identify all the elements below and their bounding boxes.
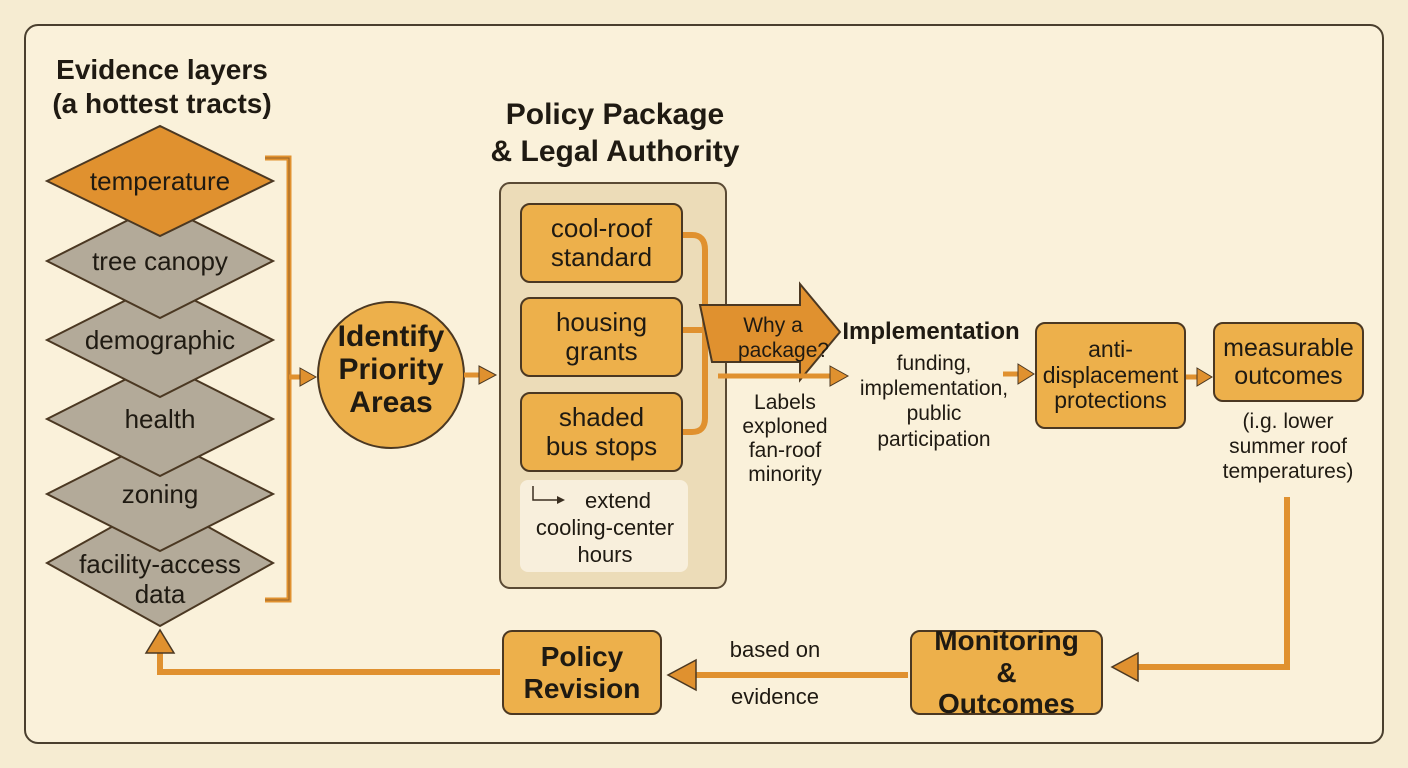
revision-label: Policy Revision — [523, 641, 641, 704]
why-label: Why a package? — [738, 314, 830, 363]
policy-item-housing-label: housing grants — [555, 306, 648, 366]
layer-diamond-canopy — [44, 202, 276, 320]
monitoring-box: Monitoring & Outcomes — [910, 625, 1103, 719]
anti-displacement-box: anti-displacement protections — [1035, 322, 1186, 429]
feedback-bottom: evidence — [730, 684, 820, 709]
evidence-bracket — [265, 155, 292, 603]
layer-zoning: zoning — [121, 479, 199, 509]
arrow-identify-to-policy — [464, 365, 498, 385]
feedback-top: based on — [729, 637, 821, 662]
implementation-detail: funding, implementation, public particip… — [859, 352, 1009, 451]
policy-item-cool-roof-label: cool-roof standard — [550, 212, 653, 272]
policy-title-line1: Policy Package — [505, 98, 725, 131]
policy-item-bus-stops: shaded bus stops — [520, 392, 683, 472]
arrow-implementation-to-anti — [1003, 363, 1035, 385]
layer-facility-access: facility-access data — [79, 549, 241, 609]
identify-label: Identify Priority Areas — [337, 320, 445, 419]
policy-item-housing: housing grants — [520, 297, 683, 377]
policy-title-line2: & Legal Authority — [490, 135, 740, 168]
policy-item-cool-roof: cool-roof standard — [520, 203, 683, 283]
evidence-title-line2: (a hottest tracts) — [52, 88, 272, 119]
policy-item-bus-stops-label: shaded bus stops — [545, 401, 658, 461]
extend-text: extend cooling-center hours — [535, 488, 675, 567]
arrow-outcomes-to-monitoring — [1110, 497, 1290, 683]
arrow-anti-to-outcomes — [1186, 367, 1213, 387]
layer-health: health — [124, 404, 196, 434]
outcomes-label: measurable outcomes — [1223, 334, 1354, 390]
evidence-title-line1: Evidence layers — [56, 54, 268, 85]
layer-diamond-health — [44, 360, 276, 478]
implementation-title: Implementation — [842, 318, 1020, 345]
layer-temperature: temperature — [89, 166, 231, 196]
connector-roof — [683, 232, 735, 333]
revision-box: Policy Revision — [502, 630, 662, 715]
layer-diamond-demographic — [44, 281, 276, 399]
monitoring-label: Monitoring & Outcomes — [934, 625, 1079, 720]
arrow-revision-to-evidence — [144, 628, 500, 675]
why-note: Labels exploned fan-roof minority — [742, 391, 828, 487]
arrow-bracket-to-identify — [289, 367, 318, 387]
extend-arrow — [532, 486, 565, 504]
extend-panel — [520, 480, 688, 572]
arrow-monitoring-to-revision — [666, 658, 908, 692]
outcomes-note: (i.g. lower summer roof temperatures) — [1222, 410, 1354, 484]
layer-diamond-temperature — [44, 124, 276, 238]
anti-displacement-label: anti-displacement protections — [1042, 335, 1179, 414]
outcomes-box: measurable outcomes — [1213, 322, 1364, 402]
connector-bus — [683, 330, 708, 435]
layer-tree-canopy: tree canopy — [92, 246, 228, 276]
arrow-why-to-implementation — [718, 365, 850, 387]
why-big-arrow — [698, 281, 842, 383]
layer-demographic: demographic — [84, 325, 236, 355]
